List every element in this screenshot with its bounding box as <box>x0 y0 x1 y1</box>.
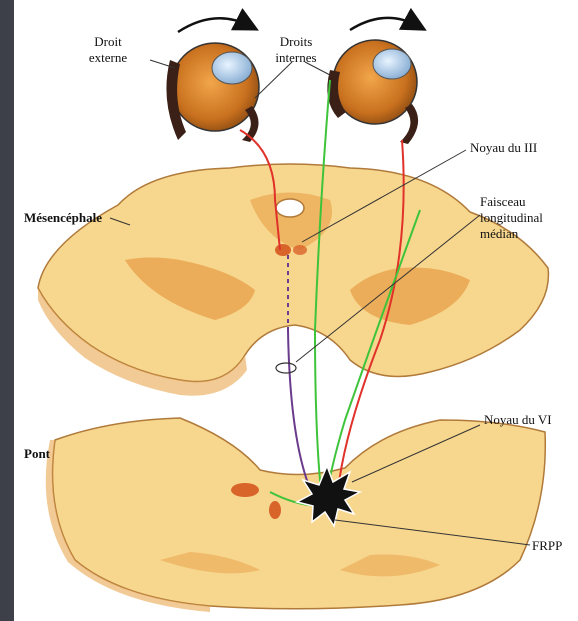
pont-section <box>46 418 546 612</box>
flm-marker <box>276 363 296 373</box>
label-droits-internes-line1: Droits <box>280 34 313 49</box>
label-noyau-vi: Noyau du VI <box>484 412 552 427</box>
label-faisceau-line1: Faisceau <box>480 194 526 209</box>
label-frpp: FRPP <box>532 538 562 553</box>
label-droit-externe-line2: externe <box>89 50 127 65</box>
label-mesencephale: Mésencéphale <box>24 210 102 225</box>
right-eye <box>327 40 418 144</box>
left-eye <box>166 43 259 142</box>
mesencephale-section <box>38 164 548 396</box>
label-noyau-iii: Noyau du III <box>470 140 537 155</box>
arrow-rotation-right-icon <box>350 18 418 30</box>
label-droits-internes-line2: internes <box>275 50 316 65</box>
label-pont: Pont <box>24 446 51 461</box>
arrow-rotation-left-icon <box>178 18 250 32</box>
label-droit-externe-line1: Droit <box>94 34 122 49</box>
label-faisceau-line3: médian <box>480 226 519 241</box>
label-faisceau-line2: longitudinal <box>480 210 543 225</box>
